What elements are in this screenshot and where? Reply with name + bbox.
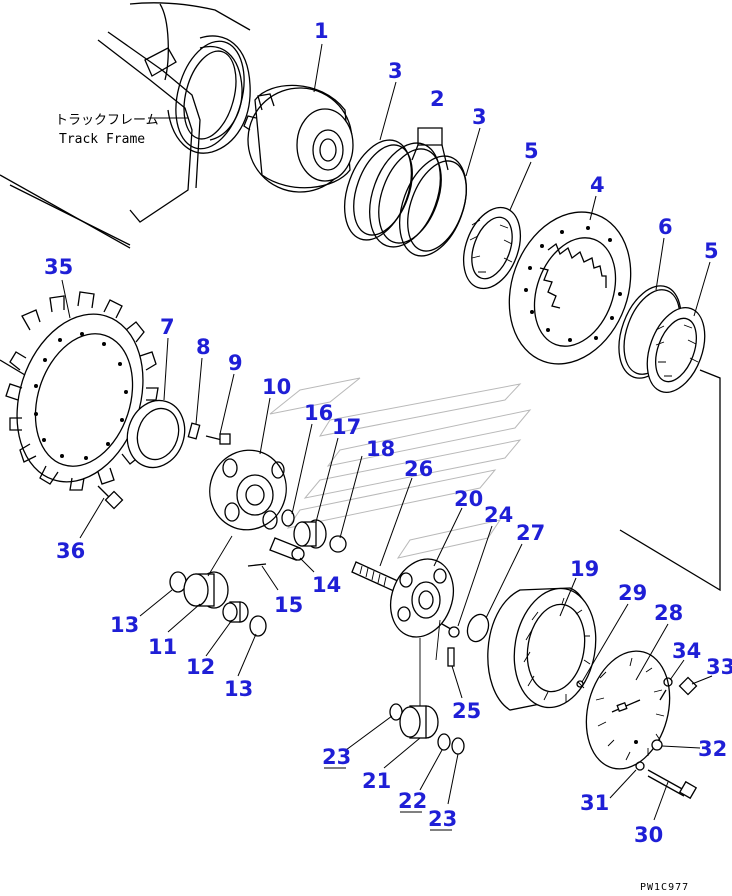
part-15-pin [247,563,267,567]
part-19-ring-gear [487,587,597,711]
callout-30: 30 [634,823,663,847]
part-20-carrier [390,558,454,638]
callout-4: 4 [590,173,605,197]
part-8-key [187,422,201,440]
part-32-washer [651,739,663,751]
frame-label-jp: トラックフレーム [55,113,159,128]
callout-26: 26 [404,457,433,481]
callout-2: 2 [430,87,445,111]
callout-23-left: 23 [322,745,351,769]
part-10-carrier [209,449,287,531]
callout-36: 36 [56,539,85,563]
callout-3-lower: 3 [472,105,487,129]
part-31-washer [635,761,645,771]
callout-33: 33 [706,655,732,679]
callout-11: 11 [148,635,177,659]
part-17-sun-gear [293,519,327,549]
callout-32: 32 [698,737,727,761]
part-1-travel-motor [243,84,354,193]
part-27-ring [466,613,490,643]
frame-label-en: Track Frame [59,132,145,147]
part-29-plug [576,680,584,688]
part-35-sprocket [5,291,159,491]
drawing-code: PW1C977 [640,882,689,893]
part-5-bearing-upper [463,206,521,290]
part-36-bolt [97,485,124,510]
callout-12: 12 [186,655,215,679]
part-28-cover [585,650,671,770]
part-14-shaft [269,537,305,561]
part-16-snap-ring [281,509,295,527]
callout-5-upper: 5 [524,139,539,163]
callout-28: 28 [654,601,683,625]
part-13-thrust-washer-b [249,615,267,637]
part-2-floating-seal [369,142,442,248]
part-24-pin [441,623,460,638]
part-5-bearing-lower [646,307,706,393]
callout-13-right: 13 [224,677,253,701]
part-34-washer [659,677,673,701]
callout-15: 15 [274,593,303,617]
part-22-needle-bearing [437,733,451,751]
part-25-pin [447,647,455,667]
track-frame-label: トラックフレーム Track Frame [55,113,188,147]
leader-lines [61,43,713,821]
callout-34: 34 [672,639,701,663]
callout-1: 1 [314,19,329,43]
part-7-spacer-ring [126,399,186,469]
callout-31: 31 [580,791,609,815]
callout-29: 29 [618,581,647,605]
callout-5-lower: 5 [704,239,719,263]
callout-10: 10 [262,375,291,399]
part-3-seal-ring-a [344,139,413,241]
part-21-planet-gear [399,705,439,739]
part-30-bolt [647,769,698,800]
part-3-seal-ring-b [399,155,467,257]
part-18-thrust-ring [329,535,347,553]
callout-underlines [324,767,452,831]
callout-23-right: 23 [428,807,457,831]
callout-3-upper: 3 [388,59,403,83]
part-23-thrust-washer-b [451,737,465,755]
callout-24: 24 [484,503,513,527]
callout-7: 7 [160,315,175,339]
callout-25: 25 [452,699,481,723]
callout-8: 8 [196,335,211,359]
callouts: 1 2 3 3 4 5 5 6 7 8 9 10 11 12 13 13 14 … [44,19,732,847]
track-frame [0,2,251,249]
callout-18: 18 [366,437,395,461]
callout-17: 17 [332,415,361,439]
exploded-centerlines [207,535,441,706]
callout-6: 6 [658,215,673,239]
callout-13-left: 13 [110,613,139,637]
part-2-bracket [411,127,449,171]
part-11-planet-gear [183,571,229,609]
callout-22: 22 [398,789,427,813]
callout-16: 16 [304,401,333,425]
callout-27: 27 [516,521,545,545]
callout-14: 14 [312,573,341,597]
callout-35: 35 [44,255,73,279]
part-12-needle-bearing [222,601,249,623]
callout-21: 21 [362,769,391,793]
callout-20: 20 [454,487,483,511]
part-4-ring-gear-hub [508,211,632,365]
part-33-plug [678,676,698,696]
callout-9: 9 [228,351,243,375]
callout-19: 19 [570,557,599,581]
part-26-spline-shaft [351,561,401,593]
part-9-bolt [205,433,231,445]
